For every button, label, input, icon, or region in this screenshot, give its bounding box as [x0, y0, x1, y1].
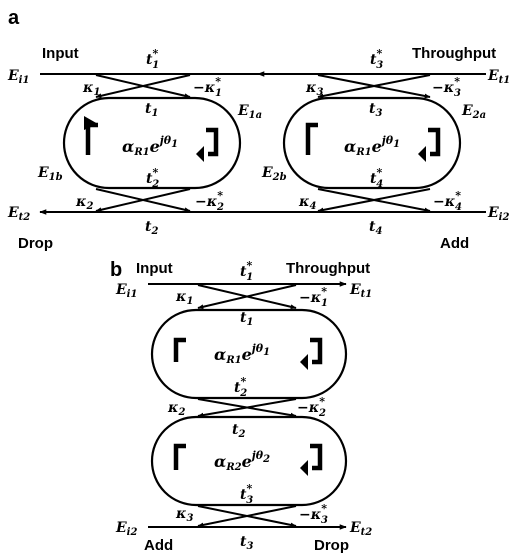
a-input-label: Input [42, 45, 79, 62]
b-field-ei1: Ei1 [115, 282, 137, 300]
a-ring-2-right-arrow-icon [428, 127, 441, 157]
a-coupler-2-cross-b [95, 188, 191, 213]
a-ring-1 [62, 96, 242, 190]
a-coef-k3: κ3 [305, 80, 324, 98]
a-ring-1-left-arrow-icon [85, 122, 98, 155]
b-input-label: Input [136, 260, 173, 277]
b-coef-mk1s: −κ*1 [299, 285, 328, 309]
a-coef-mk2s: −κ*2 [195, 189, 224, 213]
b-throughput-label: Throughput [286, 260, 370, 277]
a-ring-1-right-arrow-icon [206, 127, 219, 157]
a-field-e2b: E2b [261, 165, 287, 183]
b-coupler-3-cross-b [197, 505, 297, 528]
a-coef-t3s: t*3 [370, 47, 383, 71]
a-ring-2-expression: αR1ejθ1 [344, 134, 400, 158]
a-field-e2a: E2a [461, 103, 486, 121]
b-coef-mk2s: −κ*2 [297, 395, 326, 419]
b-coef-k2: κ2 [167, 400, 186, 418]
a-coef-t2: t2 [145, 219, 158, 237]
a-field-et2: Et2 [7, 205, 30, 223]
b-ring-2-right-arrowhead [300, 460, 308, 476]
b-coef-t1: t1 [240, 310, 253, 328]
b-coef-t3: t3 [240, 534, 253, 552]
b-ring-1-right-arrowhead [300, 354, 308, 370]
b-coef-t2s: t*2 [234, 375, 247, 399]
b-coupler-1-cross-b [197, 284, 297, 310]
b-coef-k1: κ1 [175, 289, 193, 307]
b-ring-1-left-arrow-icon [173, 337, 186, 362]
a-field-et1: Et1 [487, 68, 510, 86]
a-coef-t1: t1 [145, 101, 158, 119]
a-ring-2-right-arrowhead [418, 146, 426, 162]
b-ring-1-right-arrow-icon [310, 337, 323, 365]
a-throughput-label: Throughput [412, 45, 496, 62]
a-coef-t2s: t*2 [146, 166, 159, 190]
a-field-ei1: Ei1 [7, 68, 29, 86]
b-add-label: Add [144, 537, 173, 554]
b-ring-2-right-arrow-icon [310, 443, 323, 471]
a-coef-t3: t3 [369, 101, 382, 119]
b-ring-1 [150, 308, 348, 400]
a-ring-2-left-arrow-icon [305, 122, 318, 155]
b-ring-1-expression: αR1ejθ1 [214, 342, 270, 366]
a-coef-t1s: t*1 [146, 47, 159, 71]
a-field-e1b: E1b [37, 165, 63, 183]
a-coef-t4: t4 [369, 219, 382, 237]
b-coef-t1s: t*1 [240, 259, 253, 283]
a-coef-mk1s: −κ*1 [193, 75, 222, 99]
b-ring-2-left-arrow-icon [173, 443, 186, 470]
a-field-ei2: Ei2 [487, 205, 509, 223]
a-coef-k1: κ1 [82, 80, 100, 98]
b-coef-mk3s: −κ*3 [299, 502, 328, 526]
b-ring-2-expression: αR2ejθ2 [214, 449, 270, 473]
a-coef-k2: κ2 [75, 194, 94, 212]
b-coef-k3: κ3 [175, 506, 194, 524]
a-ring-1-left-arrowhead [84, 116, 98, 130]
a-coupler-3-cross-b [317, 74, 431, 99]
a-add-label: Add [440, 235, 469, 252]
a-ring-1-right-arrowhead [196, 146, 204, 162]
a-coef-mk4s: −κ*4 [433, 189, 462, 213]
panel-a-label: a [8, 7, 20, 29]
b-field-et2: Et2 [349, 520, 372, 538]
b-drop-label: Drop [314, 537, 349, 554]
a-coef-t4s: t*4 [370, 166, 383, 190]
a-coupler-4-cross-b [317, 188, 431, 213]
panel-b-label: b [110, 259, 122, 281]
a-field-e1a: E1a [237, 103, 262, 121]
a-drop-label: Drop [18, 235, 53, 252]
b-ring-2 [150, 415, 348, 507]
b-coef-t3s: t*3 [240, 482, 253, 506]
a-ring-1-expression: αR1ejθ1 [122, 134, 178, 158]
a-ring-2 [282, 96, 462, 190]
b-coef-t2: t2 [232, 422, 245, 440]
b-field-et1: Et1 [349, 282, 372, 300]
b-field-ei2: Ei2 [115, 520, 137, 538]
b-coupler-2-cross-b [197, 398, 297, 418]
a-coupler-1-cross-b [95, 74, 191, 99]
a-coef-mk3s: −κ*3 [432, 75, 461, 99]
a-coef-k4: κ4 [298, 194, 317, 212]
